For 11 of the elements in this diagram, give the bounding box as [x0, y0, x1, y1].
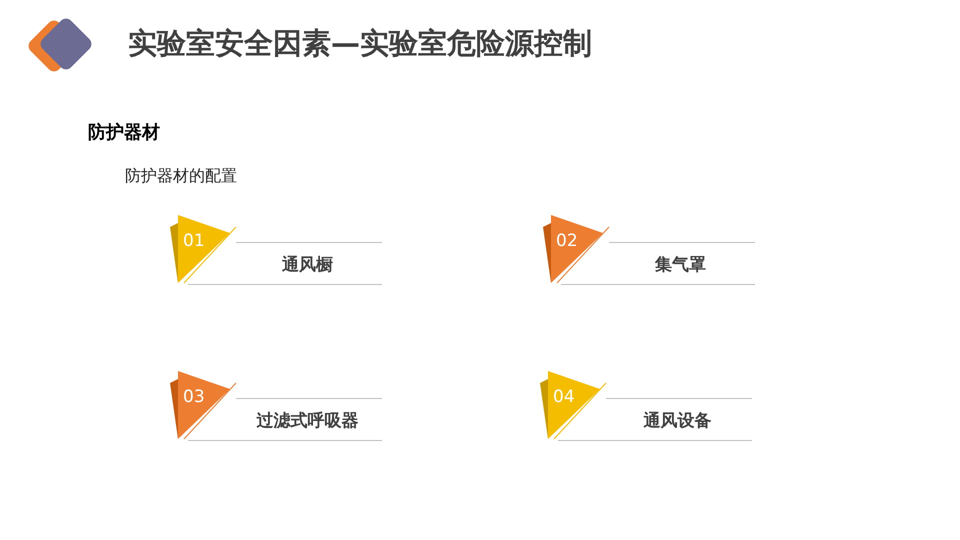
- item-label: 通风设备: [642, 410, 712, 432]
- item-label: 通风橱: [281, 254, 334, 276]
- item-number: 02: [556, 231, 578, 251]
- slide-title: 实验室安全因素—实验室危险源控制: [128, 25, 592, 62]
- item-label: 过滤式呼吸器: [256, 410, 360, 432]
- item-number: 01: [183, 231, 205, 251]
- item-number: 04: [553, 387, 575, 407]
- section-heading: 防护器材: [88, 121, 160, 144]
- item-number: 03: [183, 387, 205, 407]
- item-label: 集气罩: [654, 254, 707, 276]
- subheading: 防护器材的配置: [125, 166, 237, 187]
